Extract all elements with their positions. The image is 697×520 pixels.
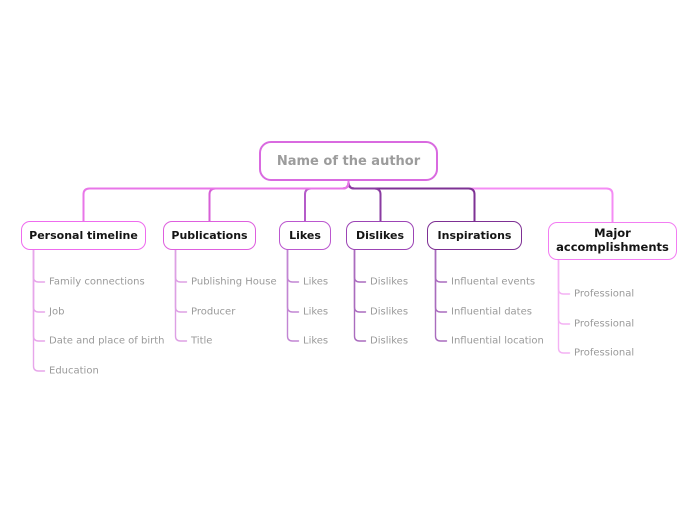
link-root-personal-timeline	[82, 179, 350, 222]
subtopic-education[interactable]: Education	[49, 365, 99, 377]
subtopic-date-place-of-birth[interactable]: Date and place of birth	[49, 335, 165, 347]
link-root-publications	[208, 179, 350, 222]
link-root-likes	[304, 179, 350, 222]
link-root-major-accomplishments	[347, 179, 614, 223]
subtopic-dislikes-2[interactable]: Dislikes	[370, 306, 409, 318]
topic-major-accomplishments[interactable]: Major accomplishments	[548, 222, 677, 260]
subtopic-influential-location[interactable]: Influential location	[451, 335, 544, 347]
subtopic-influential-dates[interactable]: Influential dates	[451, 306, 532, 318]
topic-personal-timeline[interactable]: Personal timeline	[21, 221, 146, 250]
root-topic-node[interactable]: Name of the author	[259, 141, 438, 181]
subtopic-links-inspirations	[434, 248, 448, 342]
subtopic-likes-1[interactable]: Likes	[303, 276, 329, 288]
subtopic-family-connections[interactable]: Family connections	[49, 276, 145, 288]
subtopic-title[interactable]: Title	[191, 335, 213, 347]
subtopic-links-likes	[286, 248, 300, 342]
topic-likes[interactable]: Likes	[279, 221, 331, 250]
subtopic-dislikes-1[interactable]: Dislikes	[370, 276, 409, 288]
subtopic-links-dislikes	[353, 248, 367, 342]
subtopic-links-publications	[174, 248, 188, 342]
topic-publications[interactable]: Publications	[163, 221, 256, 250]
topic-inspirations[interactable]: Inspirations	[427, 221, 522, 250]
subtopic-producer[interactable]: Producer	[191, 306, 236, 318]
topic-dislikes[interactable]: Dislikes	[346, 221, 414, 250]
subtopic-professional-2[interactable]: Professional	[574, 318, 635, 330]
subtopic-links-personal-timeline	[32, 248, 46, 372]
subtopic-links-major-accomplishments	[557, 259, 571, 354]
subtopic-influental-events[interactable]: Influental events	[451, 276, 536, 288]
subtopic-likes-2[interactable]: Likes	[303, 306, 329, 318]
link-root-inspirations	[347, 179, 476, 222]
subtopic-job[interactable]: Job	[49, 306, 65, 318]
subtopic-likes-3[interactable]: Likes	[303, 335, 329, 347]
subtopic-professional-1[interactable]: Professional	[574, 288, 635, 300]
subtopic-publishing-house[interactable]: Publishing House	[191, 276, 277, 288]
link-root-dislikes	[347, 179, 382, 222]
subtopic-professional-3[interactable]: Professional	[574, 347, 635, 359]
subtopic-dislikes-3[interactable]: Dislikes	[370, 335, 409, 347]
